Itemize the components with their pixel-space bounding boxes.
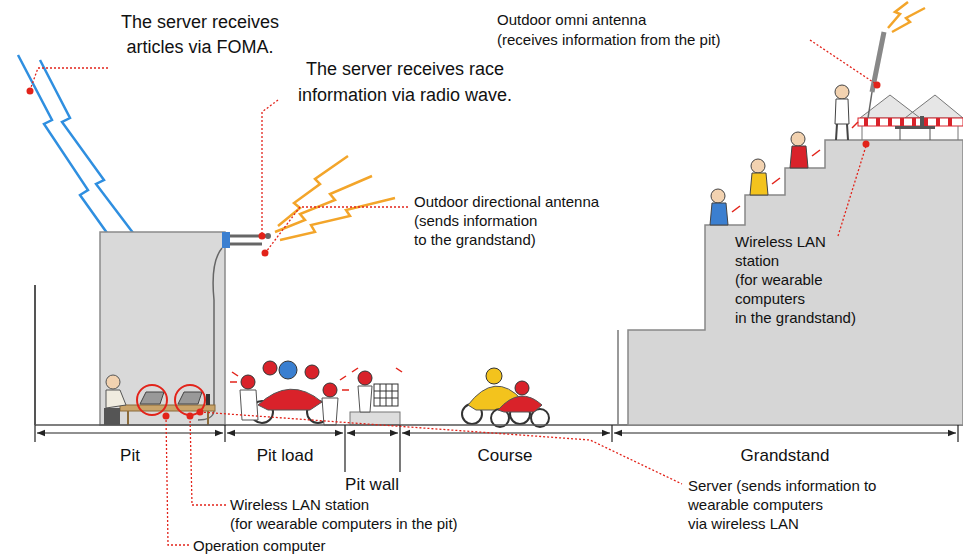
operator [104, 375, 215, 425]
tent [858, 95, 963, 140]
callout-text: The server receives articles via FOMA. [121, 10, 279, 60]
signal-marks [732, 122, 858, 212]
callout-text: Outdoor omni antenna (receives informati… [497, 10, 720, 50]
highlight-circle [175, 385, 205, 415]
spectators [710, 85, 849, 225]
area-name: Pit load [257, 446, 314, 466]
callout-text: Wireless LAN station (for wearable compu… [735, 232, 856, 327]
leader-line [30, 40, 876, 545]
pit-crew [240, 361, 338, 425]
omni-antenna [868, 2, 925, 118]
area-name: Course [478, 446, 533, 466]
leader-dot [27, 82, 881, 420]
highlight-circle [137, 385, 167, 415]
dimension-line [35, 425, 958, 472]
directional-antenna [198, 232, 271, 420]
radio-wave [275, 156, 395, 240]
area-name: Pit [120, 446, 140, 466]
racing-bikes [462, 368, 549, 427]
area-name: Grandstand [741, 446, 830, 466]
callout-text: Operation computer [193, 536, 326, 555]
pit-building [100, 232, 225, 425]
fence [34, 285, 36, 425]
area-name: Pit wall [345, 475, 399, 495]
callout-text: Wireless LAN station (for wearable compu… [230, 495, 458, 533]
pit-wall [350, 371, 400, 425]
grandstand-stairs [628, 140, 963, 425]
callout-text: The server receives race information via… [298, 56, 512, 108]
callout-text: Outdoor directional antenna (sends infor… [414, 192, 599, 249]
fence [617, 330, 619, 425]
callout-text: Server (sends information to wearable co… [688, 476, 876, 533]
